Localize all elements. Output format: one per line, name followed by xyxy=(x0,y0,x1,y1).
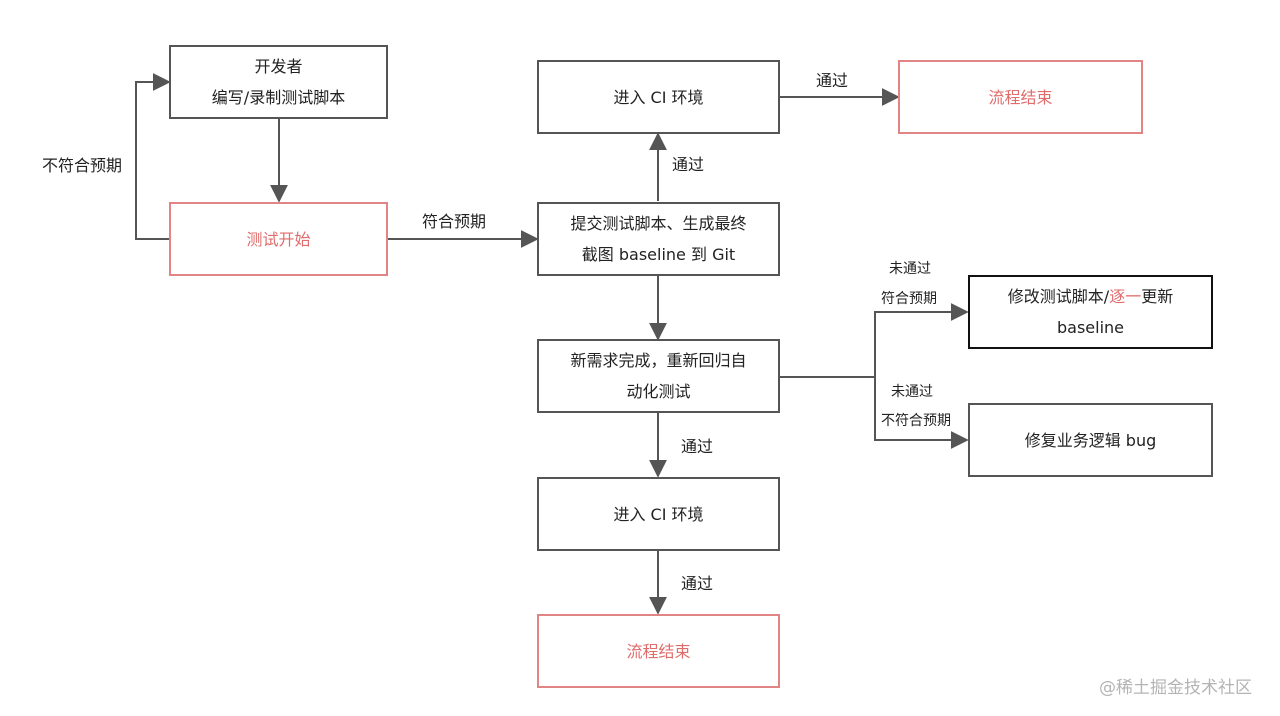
end-top-label: 流程结束 xyxy=(988,87,1053,107)
edge-label-fail-expected-2: 符合预期 xyxy=(881,291,937,307)
developer-node: 开发者 编写/录制测试脚本 xyxy=(169,45,388,119)
ci-top-label: 进入 CI 环境 xyxy=(613,87,704,107)
edge-label-fail-unexpected-1: 未通过 xyxy=(891,384,933,400)
edge-label-fail-expected-1: 未通过 xyxy=(889,261,931,277)
ci-bottom-label: 进入 CI 环境 xyxy=(613,504,704,524)
fix-script-text-a: 修改测试脚本/ xyxy=(1007,287,1110,306)
watermark-text: @稀土掘金技术社区 xyxy=(1099,678,1252,698)
ci-bottom-node: 进入 CI 环境 xyxy=(537,477,780,551)
fix-script-text-highlight: 逐一 xyxy=(1109,287,1142,306)
submit-node: 提交测试脚本、生成最终 截图 baseline 到 Git xyxy=(537,202,780,276)
fix-script-text-c: 更新 xyxy=(1141,287,1174,306)
edge-label-not-expected: 不符合预期 xyxy=(42,156,123,175)
edge-regression-to-fix-bug xyxy=(874,377,969,449)
edge-label-pass-down-2: 通过 xyxy=(681,574,714,593)
edge-test-start-to-developer xyxy=(135,73,171,240)
submit-line-1: 提交测试脚本、生成最终 xyxy=(570,214,747,233)
edge-label-pass-up: 通过 xyxy=(672,155,705,174)
edge-label-expected: 符合预期 xyxy=(422,212,487,231)
fix-bug-node: 修复业务逻辑 bug xyxy=(968,403,1213,477)
test-start-node: 测试开始 xyxy=(169,202,388,276)
end-top-node: 流程结束 xyxy=(898,60,1143,134)
regression-line-2: 动化测试 xyxy=(626,382,691,401)
edge-label-pass-right: 通过 xyxy=(816,71,849,90)
end-bottom-label: 流程结束 xyxy=(626,641,691,661)
fix-script-node: 修改测试脚本/逐一更新 baseline xyxy=(968,275,1213,349)
end-bottom-node: 流程结束 xyxy=(537,614,780,688)
developer-task-text: 编写/录制测试脚本 xyxy=(211,88,346,107)
fix-bug-label: 修复业务逻辑 bug xyxy=(1024,430,1157,450)
submit-line-2: 截图 baseline 到 Git xyxy=(581,245,736,264)
regression-node: 新需求完成，重新回归自 动化测试 xyxy=(537,339,780,413)
edge-label-pass-down-1: 通过 xyxy=(681,437,714,456)
edge-regression-to-fix-script xyxy=(874,303,969,377)
fix-script-line-1: 修改测试脚本/逐一更新 xyxy=(1008,281,1173,312)
fix-script-line-2: baseline xyxy=(1056,318,1124,337)
developer-role-text: 开发者 xyxy=(254,57,303,76)
regression-line-1: 新需求完成，重新回归自 xyxy=(570,351,747,370)
ci-top-node: 进入 CI 环境 xyxy=(537,60,780,134)
test-start-label: 测试开始 xyxy=(246,229,311,249)
edge-label-fail-unexpected-2: 不符合预期 xyxy=(881,413,951,429)
